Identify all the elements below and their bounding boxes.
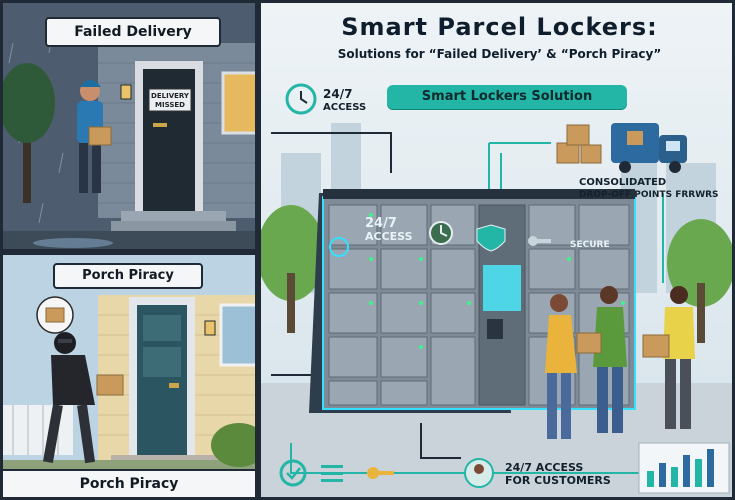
bar-chart-icon [638,442,730,494]
smart-lockers-solution-pill: Smart Lockers Solution [387,85,627,109]
smart-lockers-illustration [261,3,732,497]
secure-label: SECURE [570,240,610,250]
customers-callout: 24/7 ACCESS FOR CUSTOMERS [505,461,611,487]
locker-access-label: 24/7 ACCESS [365,217,413,243]
door-sign-line-1: DELIVERY [151,92,190,100]
page-subtitle: Solutions for “Failed Delivery’ & “Porch… [337,47,662,61]
porch-piracy-panel: Porch Piracy Porch Piracy [0,252,258,500]
porch-piracy-top-label: Porch Piracy [53,263,203,289]
customers-line-2: FOR CUSTOMERS [505,474,611,487]
failed-delivery-label: Failed Delivery [45,17,221,47]
key-icon [528,236,538,246]
check-gauge-icon [279,459,307,487]
access-callout-line-2: ACCESS [323,102,367,113]
list-icon [321,465,343,482]
shield-icon [476,224,506,252]
consolidated-line-1: CONSOLIDATED [579,177,667,188]
consolidated-line-2: DROP-OFF POINTS FRRWRS [579,190,719,200]
door-sign-line-2: MISSED [155,101,185,109]
access-callout-line-1: 24/7 [323,87,353,101]
porch-piracy-illustration [3,255,255,497]
locker-access-line-2: ACCESS [365,230,413,243]
access-callout: 24/7 ACCESS [323,87,366,115]
porch-piracy-bottom-label: Porch Piracy [3,469,255,497]
smart-lockers-panel: Smart Parcel Lockers: Solutions for “Fai… [258,0,735,500]
consolidated-callout: CONSOLIDATED DROP-OFF POINTS FRRWRS [579,177,719,201]
access-clock-icon [285,83,317,115]
page-title: Smart Parcel Lockers: [341,13,658,41]
key-icon-bottom [367,467,379,479]
locker-access-line-1: 24/7 [365,216,397,231]
customers-line-1: 24/7 ACCESS [505,461,584,474]
failed-delivery-panel: DELIVERY MISSED Failed Delivery [0,0,258,252]
